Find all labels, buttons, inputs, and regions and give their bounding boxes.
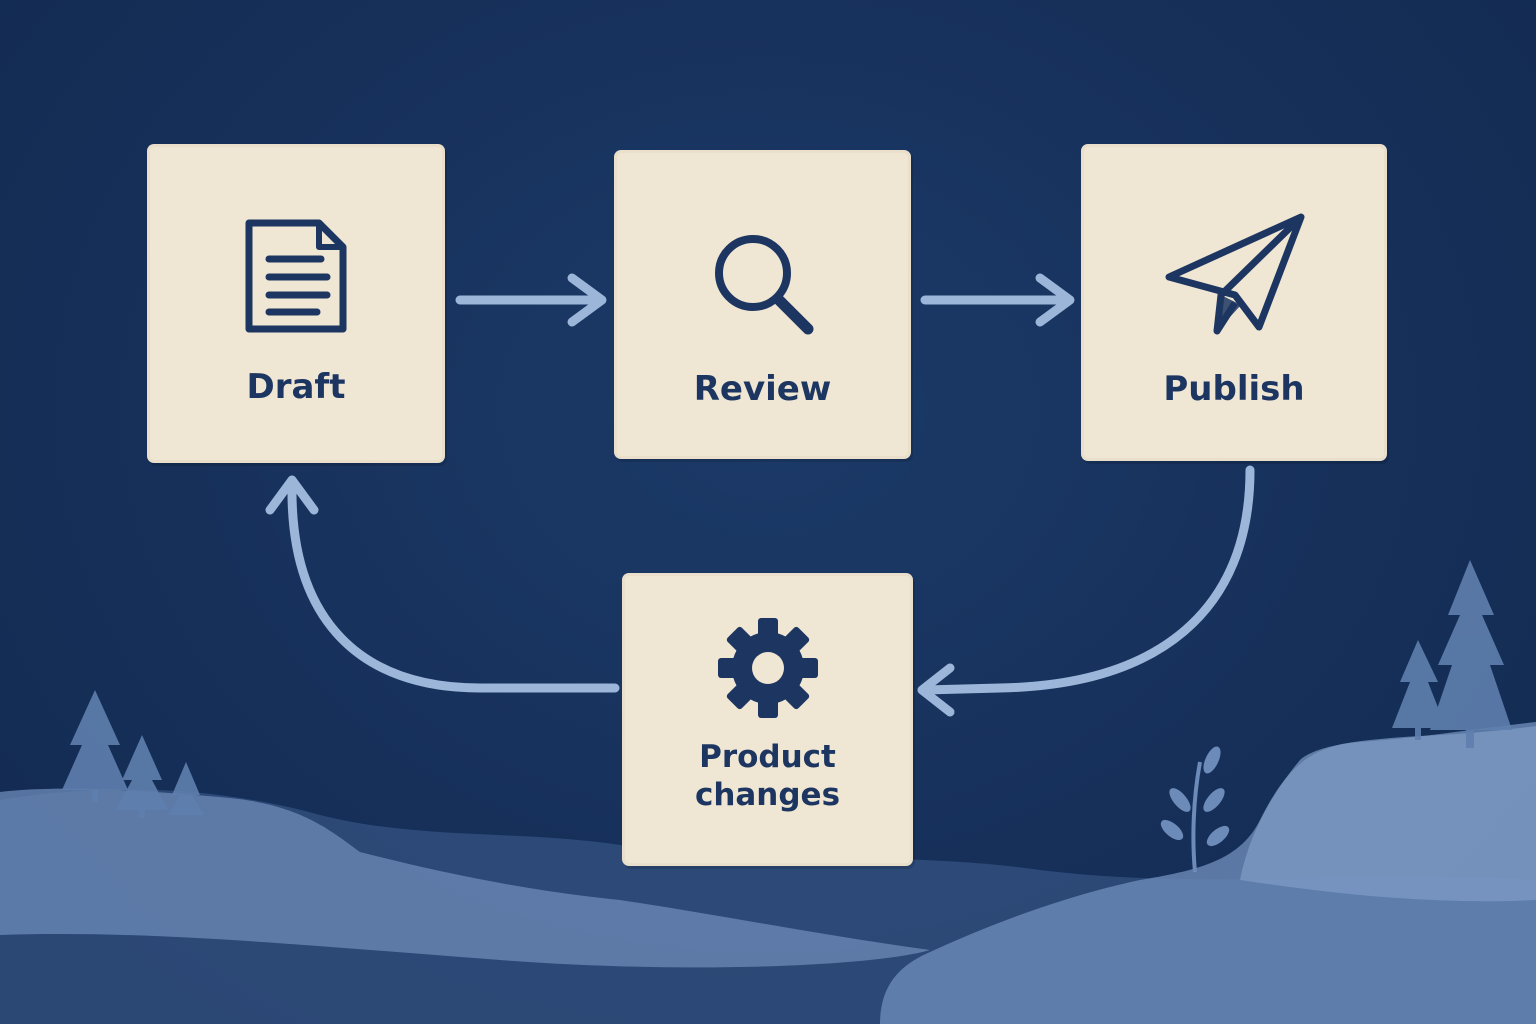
node-label-publish: Publish (1163, 369, 1305, 409)
node-review: Review (617, 153, 908, 456)
arrows (265, 273, 1255, 717)
sprout-plant (1160, 746, 1230, 873)
arrow-product-to-draft (265, 475, 620, 693)
trees-right (1392, 560, 1512, 748)
arrow-draft-to-review (455, 273, 607, 327)
trees-left (62, 690, 204, 818)
cliff (1240, 726, 1536, 902)
document-icon (150, 217, 442, 337)
node-draft: Draft (150, 147, 442, 460)
front-hill-left (0, 788, 930, 968)
node-label-draft: Draft (246, 367, 346, 407)
node-product-changes: Product changes (625, 576, 910, 863)
node-label-review: Review (693, 369, 832, 409)
arrow-review-to-publish (920, 273, 1075, 327)
arrow-publish-to-product (917, 465, 1255, 717)
magnifier-icon (617, 225, 908, 345)
gear-icon (625, 613, 910, 723)
paper-plane-icon (1084, 209, 1384, 339)
node-publish: Publish (1084, 147, 1384, 458)
node-label-product-changes: Product changes (694, 739, 841, 813)
